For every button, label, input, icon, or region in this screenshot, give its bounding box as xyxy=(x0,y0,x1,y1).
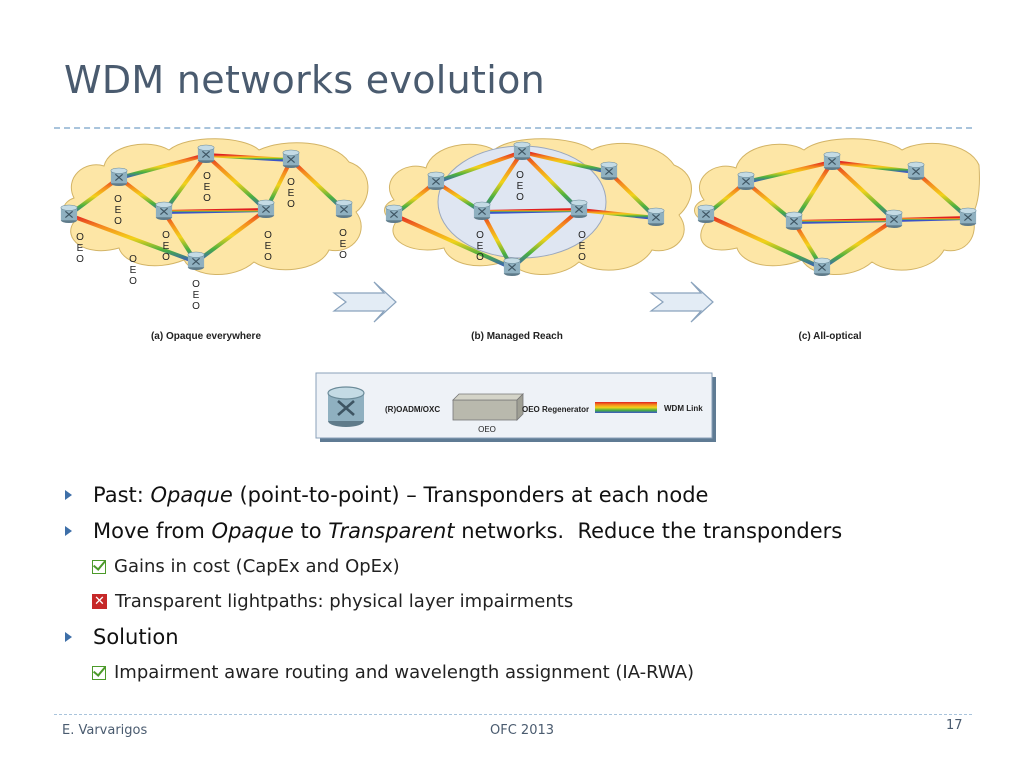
svg-text:E: E xyxy=(130,265,137,276)
svg-text:O: O xyxy=(114,194,122,205)
svg-text:O: O xyxy=(578,252,586,263)
bullet-past: Past: Opaque (point-to-point) – Transpon… xyxy=(64,477,964,513)
regenerator-legend-icon xyxy=(452,393,524,421)
slide-title: WDM networks evolution xyxy=(64,58,546,102)
bullet-text: Solution xyxy=(93,625,179,649)
svg-text:E: E xyxy=(115,205,122,216)
oeo-label: O E O xyxy=(476,230,484,263)
svg-text:E: E xyxy=(77,243,84,254)
svg-text:O: O xyxy=(114,216,122,227)
footer-author: E. Varvarigos xyxy=(62,723,148,738)
svg-text:O: O xyxy=(264,230,272,241)
svg-text:O: O xyxy=(76,232,84,243)
bullet-list: Past: Opaque (point-to-point) – Transpon… xyxy=(64,477,964,690)
oeo-label: O E O xyxy=(516,170,524,203)
svg-text:E: E xyxy=(579,241,586,252)
sub-bullet-text: Impairment aware routing and wavelength … xyxy=(114,662,695,683)
cloud-opaque xyxy=(63,138,369,275)
svg-text:E: E xyxy=(340,239,347,250)
bullet-solution: Solution xyxy=(64,619,964,655)
bullet-arrow-icon xyxy=(65,632,72,642)
oeo-label: O E O xyxy=(339,228,347,261)
svg-text:O: O xyxy=(287,177,295,188)
oeo-label: O E O xyxy=(162,230,170,263)
svg-text:E: E xyxy=(204,182,211,193)
checkbox-check-icon xyxy=(92,559,106,574)
svg-text:O: O xyxy=(129,254,137,265)
transition-arrow xyxy=(649,281,714,323)
sub-bullet-text: Transparent lightpaths: physical layer i… xyxy=(115,591,574,612)
checkbox-check-icon xyxy=(92,665,106,680)
svg-text:O: O xyxy=(203,193,211,204)
oeo-label: O E O xyxy=(114,194,122,227)
svg-text:O: O xyxy=(203,171,211,182)
network-diagram: O E O O E O O E O O E O O E O xyxy=(60,138,980,442)
svg-text:O: O xyxy=(578,230,586,241)
checkbox-cross-icon: ✕ xyxy=(92,594,107,609)
svg-text:O: O xyxy=(516,192,524,203)
svg-text:O: O xyxy=(129,276,137,287)
bullet-arrow-icon xyxy=(65,490,72,500)
caption-all-optical: (c) All-optical xyxy=(799,331,862,342)
legend-regenerator-sub: OEO xyxy=(478,425,496,434)
svg-text:O: O xyxy=(192,301,200,312)
oeo-labels: O E O O E O O E O O E O O E O xyxy=(76,170,586,312)
oeo-label: O E O xyxy=(192,279,200,312)
legend-roadm: (R)OADM/OXC xyxy=(385,405,440,414)
footer-divider xyxy=(54,714,972,715)
transition-arrow xyxy=(332,281,397,323)
caption-managed: (b) Managed Reach xyxy=(471,331,563,342)
oeo-label: O E O xyxy=(129,254,137,287)
svg-text:E: E xyxy=(477,241,484,252)
oeo-label: O E O xyxy=(264,230,272,263)
bullet-text: Past: Opaque (point-to-point) – Transpon… xyxy=(93,483,709,507)
svg-text:O: O xyxy=(339,228,347,239)
bullet-arrow-icon xyxy=(65,526,72,536)
bullet-move: Move from Opaque to Transparent networks… xyxy=(64,513,964,549)
svg-text:O: O xyxy=(264,252,272,263)
caption-opaque: (a) Opaque everywhere xyxy=(151,331,261,342)
bullet-text: Move from Opaque to Transparent networks… xyxy=(93,519,843,543)
svg-text:O: O xyxy=(76,254,84,265)
sub-bullet-iarwa: Impairment aware routing and wavelength … xyxy=(64,655,964,690)
svg-text:O: O xyxy=(192,279,200,290)
roadm-legend-icon xyxy=(326,385,366,429)
svg-text:E: E xyxy=(288,188,295,199)
svg-text:O: O xyxy=(476,230,484,241)
sub-bullet-impairments: ✕ Transparent lightpaths: physical layer… xyxy=(64,584,964,619)
oeo-label: O E O xyxy=(287,177,295,210)
oeo-label: O E O xyxy=(578,230,586,263)
svg-text:O: O xyxy=(476,252,484,263)
svg-text:E: E xyxy=(517,181,524,192)
svg-text:E: E xyxy=(193,290,200,301)
title-divider xyxy=(54,127,972,129)
sub-bullet-gains: Gains in cost (CapEx and OpEx) xyxy=(64,549,964,584)
oeo-label: O E O xyxy=(76,232,84,265)
legend-regenerator: OEO Regenerator xyxy=(522,405,589,414)
legend-wdm-link: WDM Link xyxy=(664,404,703,413)
footer-venue: OFC 2013 xyxy=(490,723,555,738)
legend-box: (R)OADM/OXC OEO Regenerator OEO WDM Link xyxy=(315,372,716,442)
svg-text:E: E xyxy=(265,241,272,252)
wdm-link-legend-icon xyxy=(595,402,657,413)
svg-text:O: O xyxy=(516,170,524,181)
svg-text:O: O xyxy=(162,252,170,263)
svg-text:O: O xyxy=(162,230,170,241)
sub-bullet-text: Gains in cost (CapEx and OpEx) xyxy=(114,556,400,577)
oeo-label: O E O xyxy=(203,171,211,204)
slide-number: 17 xyxy=(946,718,963,733)
network-evolution-figure: O E O O E O O E O O E O O E O xyxy=(54,130,980,452)
svg-text:O: O xyxy=(339,250,347,261)
svg-text:E: E xyxy=(163,241,170,252)
svg-text:O: O xyxy=(287,199,295,210)
